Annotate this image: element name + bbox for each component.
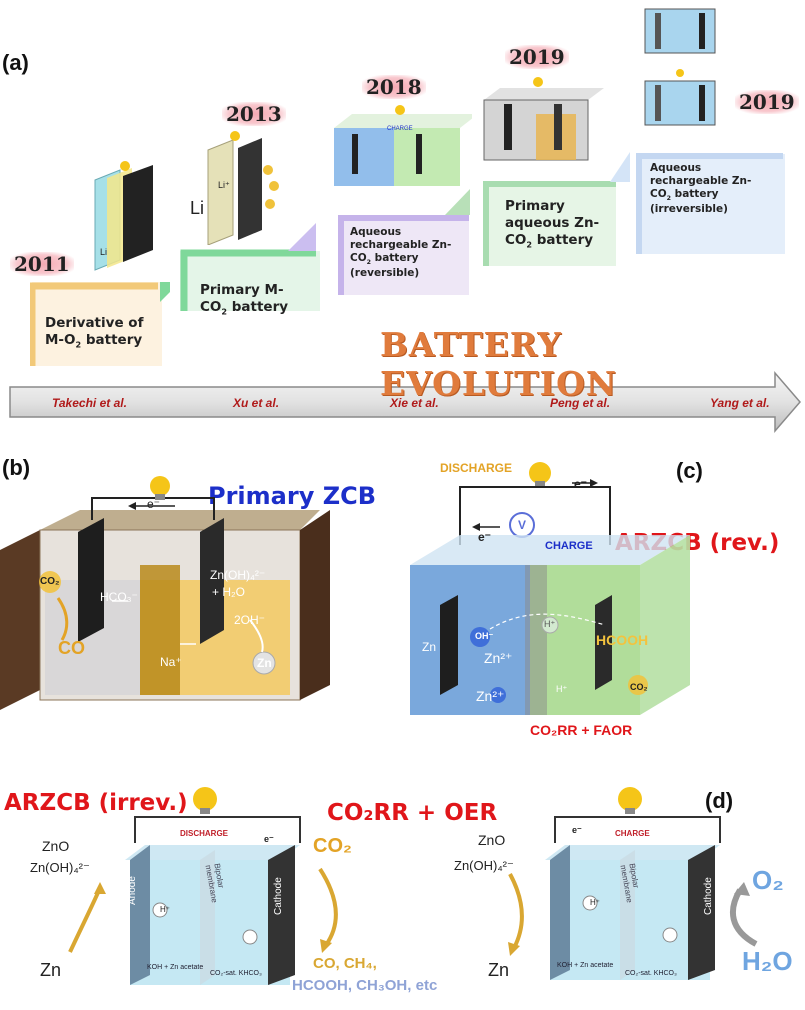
catholyte-d: CO₂-sat. KHCO₃ <box>625 970 677 977</box>
o2-d: O₂ <box>752 865 784 895</box>
hcooh-c: HCOOH <box>596 632 649 648</box>
electron-d: e⁻ <box>572 825 582 835</box>
year-2018: 2018 <box>362 75 426 99</box>
zn-arrow-d <box>508 873 524 956</box>
charge-d: CHARGE <box>615 829 650 838</box>
h-bottom-c: H⁺ <box>556 684 568 694</box>
o2-arrow-d <box>730 882 758 947</box>
anolyte-d: KOH + Zn acetate <box>557 962 614 969</box>
li-label-2013: Li <box>190 198 205 218</box>
zincate-b: Zn(OH)₄²⁻ <box>210 568 266 582</box>
battery-illustration-2011: Li <box>94 161 153 271</box>
battery-illustration-2013 <box>207 131 279 245</box>
author-xie: Xie et al. <box>390 396 439 410</box>
author-yang: Yang et al. <box>710 396 770 410</box>
panel-irrev-title: ARZCB (irrev.) <box>4 790 188 816</box>
zn-b: Zn <box>257 656 272 670</box>
timeline-arrow <box>9 370 801 434</box>
zno-d: ZnO <box>478 832 506 848</box>
co-b: CO <box>58 638 85 658</box>
panel-a-label: (a) <box>2 50 29 75</box>
battery-illustration-2019-peng <box>483 77 604 161</box>
cathode-d: Cathode <box>703 877 714 915</box>
zn2-bottom-c: Zn²⁺ <box>476 688 505 704</box>
author-xu: Xu et al. <box>233 396 280 410</box>
plus-h2o-b: + H₂O <box>212 585 245 599</box>
electron-c-top: e⁻ <box>574 477 588 491</box>
zn-arrow-irrev <box>68 882 106 953</box>
card-2018 <box>338 189 470 295</box>
panel-c-label: (c) <box>676 458 703 483</box>
h2o-d: H₂O <box>742 946 793 976</box>
zn2-top-c: Zn²⁺ <box>484 650 513 666</box>
year-2019-yang: 2019 <box>735 90 799 114</box>
svg-text:CHARGE: CHARGE <box>387 126 413 132</box>
znoh4-d: Zn(OH)₄²⁻ <box>454 858 514 873</box>
products-irrev-l1: CO, CH₄, <box>313 955 377 972</box>
co2-c: CO₂ <box>630 682 648 692</box>
hydroxide-b: 2OH⁻ <box>234 613 266 627</box>
card-2019-yang-text: Aqueous rechargeable Zn- CO2 battery (ir… <box>650 162 752 216</box>
card-2018-text: Aqueous rechargeable Zn- CO2 battery (re… <box>350 226 452 280</box>
co2-b: CO₂ <box>40 576 60 587</box>
h-top-c: H⁺ <box>544 619 556 629</box>
h-plus-irrev: H⁺ <box>160 905 170 914</box>
h-plus-d: H⁺ <box>590 898 600 907</box>
zn-irrev: Zn <box>40 960 62 980</box>
card-2011 <box>30 282 170 366</box>
battery-illustration-2018: CHARGE <box>334 105 472 186</box>
card-2013 <box>180 223 320 311</box>
li-text-2011: Li <box>100 247 107 257</box>
znoh4-irrev: Zn(OH)₄²⁻ <box>30 860 90 875</box>
co2-irrev: CO₂ <box>313 835 352 857</box>
products-irrev-l2: HCOOH, CH₃OH, etc <box>292 977 438 994</box>
anolyte-irrev: KOH + Zn acetate <box>147 964 204 971</box>
battery-evolution-heading: BATTERY EVOLUTION <box>380 325 618 403</box>
electron-c-bottom: e⁻ <box>478 530 492 544</box>
charge-c: CHARGE <box>545 540 593 552</box>
card-2019-peng-text: Primary aqueous Zn- CO2 battery <box>505 198 600 250</box>
electron-irrev: e⁻ <box>264 834 274 844</box>
hco3-b: HCO₃⁻ <box>100 590 138 604</box>
reaction-title-irrev: CO₂RR + OER <box>327 800 498 826</box>
zn-c: Zn <box>422 640 437 654</box>
voltmeter-c: V <box>518 518 527 532</box>
card-2019-peng <box>483 152 630 266</box>
reaction-c: CO₂RR + FAOR <box>530 722 633 738</box>
arzcb-irrev-cell <box>125 787 301 985</box>
arzcb-rev-cell <box>410 462 690 715</box>
panel-b-title: Primary ZCB <box>208 482 376 510</box>
card-2019-yang <box>636 153 785 254</box>
card-2013-text: Primary M- CO2 battery <box>200 282 289 317</box>
zno-irrev: ZnO <box>42 838 70 854</box>
author-peng: Peng et al. <box>550 396 611 410</box>
discharge-c: DISCHARGE <box>440 461 513 475</box>
panel-d-cell <box>545 787 721 980</box>
panel-b-label: (b) <box>2 455 31 480</box>
year-2013: 2013 <box>222 102 286 126</box>
author-takechi: Takechi et al. <box>52 396 127 410</box>
electron-b: e⁻ <box>147 497 161 511</box>
co2-arrow-irrev <box>318 867 338 953</box>
year-2011: 2011 <box>10 252 74 276</box>
battery-illustration-2019-yang <box>644 8 716 126</box>
oh-c: OH⁻ <box>475 631 494 641</box>
primary-zcb-cell <box>0 476 330 710</box>
cathode-irrev: Cathode <box>273 877 284 915</box>
panel-d-label: (d) <box>705 788 734 813</box>
discharge-irrev: DISCHARGE <box>180 829 229 838</box>
sodium-b: Na⁺ <box>160 655 182 669</box>
card-2011-text: Derivative of M-O2 battery <box>45 315 144 350</box>
li-plus-label: Li⁺ <box>218 180 230 190</box>
anode-irrev: Anode <box>127 876 138 905</box>
zn-d: Zn <box>488 960 510 980</box>
catholyte-irrev: CO₂-sat. KHCO₃ <box>210 970 262 977</box>
year-2019-peng: 2019 <box>505 45 569 69</box>
